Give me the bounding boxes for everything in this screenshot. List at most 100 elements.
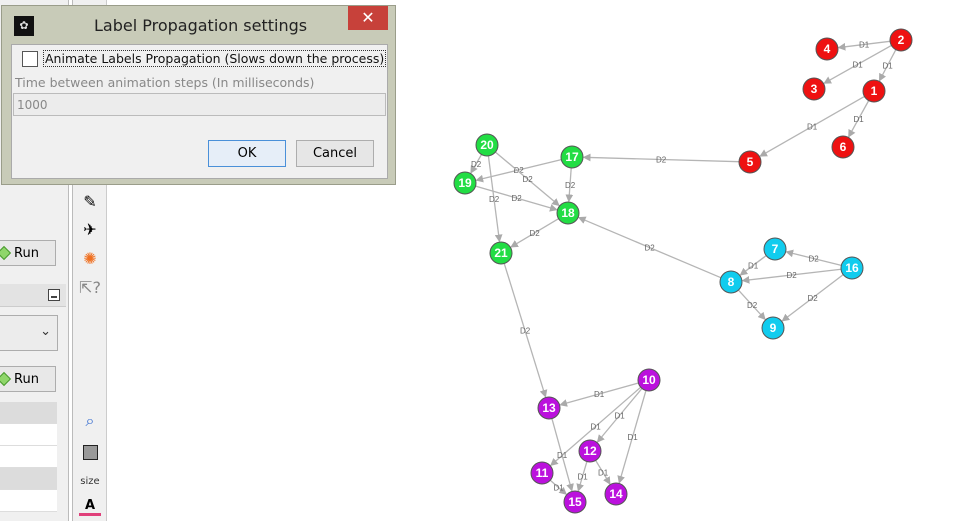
graph-edge[interactable]: [495, 151, 560, 207]
graph-node[interactable]: 9: [761, 316, 785, 340]
graph-edge[interactable]: [503, 263, 548, 398]
graph-node[interactable]: 2: [889, 28, 913, 52]
ok-button[interactable]: OK: [208, 140, 286, 167]
graph-edge[interactable]: [737, 289, 766, 321]
graph-edge[interactable]: [848, 100, 870, 138]
table-row[interactable]: [0, 468, 57, 490]
graph-node[interactable]: 17: [560, 145, 584, 169]
node-circle[interactable]: [604, 482, 628, 506]
node-circle[interactable]: [738, 150, 762, 174]
node-circle[interactable]: [556, 201, 580, 225]
graph-edge[interactable]: [576, 461, 588, 492]
cancel-button[interactable]: Cancel: [296, 140, 374, 167]
graph-edge[interactable]: [559, 382, 639, 407]
graph-node[interactable]: 21: [489, 241, 513, 265]
table-row[interactable]: [0, 446, 57, 468]
animate-checkbox[interactable]: [22, 51, 38, 67]
pointer-help-icon[interactable]: ⇱?: [79, 277, 101, 297]
graph-node[interactable]: 6: [831, 135, 855, 159]
graph-edge[interactable]: [551, 418, 574, 492]
pencil-icon[interactable]: ✎: [83, 191, 97, 211]
edge-label: D2: [471, 160, 482, 169]
graph-edge[interactable]: [470, 154, 483, 174]
table-row[interactable]: [0, 490, 57, 512]
graph-edge[interactable]: [475, 185, 558, 212]
table-row[interactable]: [0, 402, 57, 424]
graph-edge[interactable]: [879, 49, 897, 82]
node-circle[interactable]: [840, 256, 864, 280]
minimize-icon[interactable]: [48, 289, 60, 301]
graph-node[interactable]: 20: [475, 133, 499, 157]
graph-node[interactable]: 18: [556, 201, 580, 225]
animate-checkbox-label[interactable]: Animate Labels Propagation (Slows down t…: [43, 50, 387, 67]
zoom-fit-icon[interactable]: ⌕: [85, 411, 95, 430]
size-button[interactable]: size: [80, 475, 100, 487]
node-circle[interactable]: [537, 396, 561, 420]
graph-edge[interactable]: [596, 388, 643, 443]
time-input[interactable]: 1000: [13, 93, 386, 116]
graph-node[interactable]: 15: [563, 490, 587, 514]
graph-edge[interactable]: [785, 249, 842, 266]
graph-node[interactable]: 13: [537, 396, 561, 420]
graph-node[interactable]: 16: [840, 256, 864, 280]
algorithm-dropdown[interactable]: ⌄: [0, 315, 58, 351]
table-row[interactable]: [0, 424, 57, 446]
graph-node[interactable]: 5: [738, 150, 762, 174]
graph-edge[interactable]: [823, 44, 892, 84]
graph-node[interactable]: 4: [815, 37, 839, 61]
node-circle[interactable]: [578, 439, 602, 463]
graph-node[interactable]: 11: [530, 461, 554, 485]
gear-icon[interactable]: ✺: [83, 248, 97, 268]
graph-edge[interactable]: [549, 479, 567, 495]
graph-node[interactable]: 3: [802, 77, 826, 101]
graph-edge[interactable]: [577, 216, 722, 279]
node-circle[interactable]: [802, 77, 826, 101]
graph-edge[interactable]: [487, 155, 503, 243]
node-label: 2: [898, 33, 905, 47]
close-button[interactable]: ✕: [348, 6, 388, 30]
node-circle[interactable]: [719, 270, 743, 294]
graph-node[interactable]: 7: [763, 237, 787, 261]
graph-edge[interactable]: [582, 153, 740, 163]
graph-node[interactable]: 1: [862, 79, 886, 103]
graph-edge[interactable]: [759, 95, 865, 157]
edge-label: D1: [598, 469, 609, 478]
node-circle[interactable]: [815, 37, 839, 61]
graph-edge[interactable]: [741, 268, 842, 284]
graph-node[interactable]: 12: [578, 439, 602, 463]
node-circle[interactable]: [763, 237, 787, 261]
graph-node[interactable]: 19: [453, 171, 477, 195]
font-color-icon[interactable]: A: [79, 497, 101, 516]
graph-node[interactable]: 14: [604, 482, 628, 506]
node-color-button[interactable]: [79, 441, 101, 463]
node-circle[interactable]: [560, 145, 584, 169]
dialog-titlebar[interactable]: ✿ Label Propagation settings ✕: [2, 6, 395, 44]
graph-edge[interactable]: [781, 274, 844, 322]
node-circle[interactable]: [489, 241, 513, 265]
node-circle[interactable]: [637, 368, 661, 392]
node-circle[interactable]: [862, 79, 886, 103]
run-button[interactable]: Run: [0, 240, 56, 266]
node-circle[interactable]: [831, 135, 855, 159]
node-circle[interactable]: [453, 171, 477, 195]
graph-edge[interactable]: [510, 218, 559, 248]
graph-edge[interactable]: [617, 390, 647, 484]
node-circle[interactable]: [761, 316, 785, 340]
airplane-icon[interactable]: ✈: [83, 219, 97, 239]
graph-node[interactable]: 10: [637, 368, 661, 392]
graph-edge[interactable]: [837, 40, 891, 51]
node-circle[interactable]: [889, 28, 913, 52]
panel-header: [0, 284, 66, 307]
graph-node[interactable]: 8: [719, 270, 743, 294]
graph-edge[interactable]: [565, 167, 574, 203]
run-icon: [0, 371, 12, 387]
graph-edge[interactable]: [739, 255, 767, 276]
node-circle[interactable]: [475, 133, 499, 157]
edge-label: D2: [787, 271, 798, 280]
graph-edge[interactable]: [550, 386, 642, 466]
node-circle[interactable]: [530, 461, 554, 485]
node-circle[interactable]: [563, 490, 587, 514]
graph-edge[interactable]: [595, 460, 611, 485]
run-button-2[interactable]: Run: [0, 366, 56, 392]
